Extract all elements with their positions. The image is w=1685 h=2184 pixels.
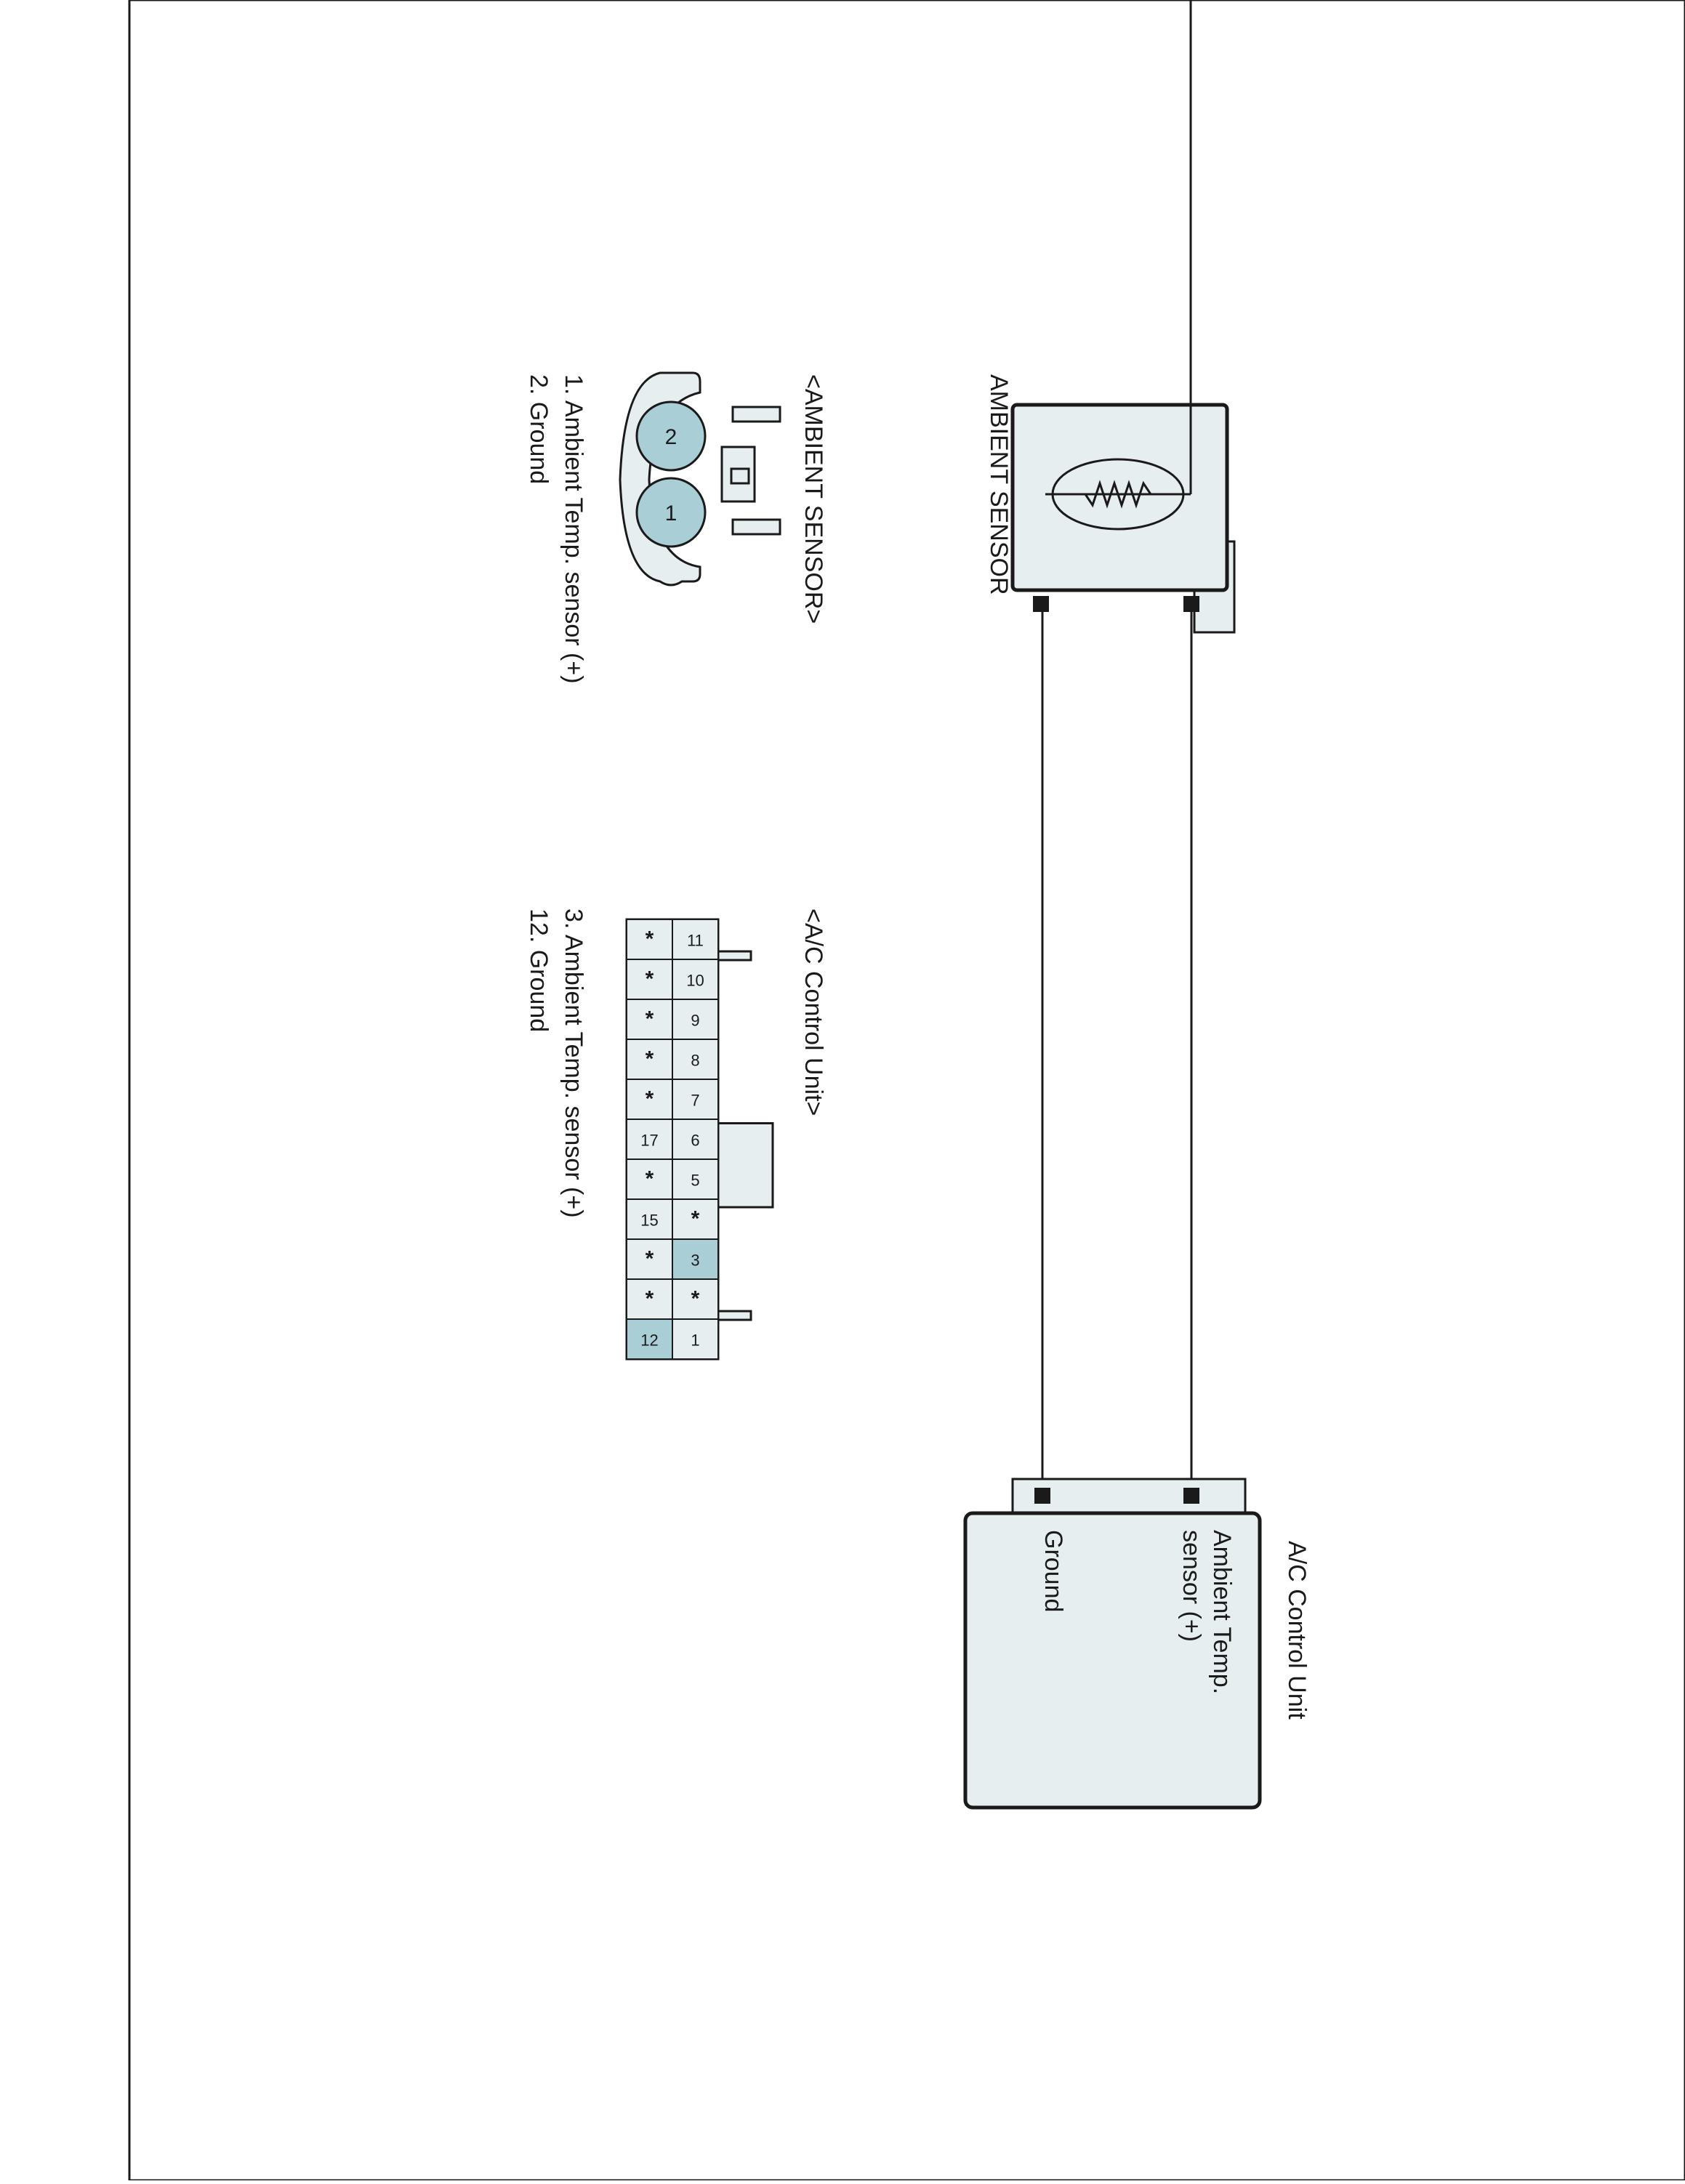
ac-pin-label-bottom-6: 17	[640, 1132, 658, 1150]
ac-connector-view: 11 10 9 8 7 6 5 * 3 * 1 * * * * * 17 * 15 * * 12 <A/C Control…	[525, 908, 827, 1361]
ac-pin-label-top-1: 11	[687, 932, 704, 950]
sensor-pin-2	[635, 400, 707, 472]
sensor-pin-1	[635, 477, 707, 548]
thermistor-icon	[1045, 0, 1192, 531]
ac-pin-label-top-7: 5	[691, 1172, 699, 1190]
ac-pin-label-bottom-11: 12	[640, 1331, 658, 1350]
sensor-connector-latch-right	[731, 518, 781, 536]
page-border	[128, 0, 1685, 2182]
ac-pin-label-bottom-2: *	[646, 967, 654, 991]
ac-connector-title: <A/C Control Unit>	[800, 908, 827, 1116]
ac-pin-label-top-3: 9	[691, 1012, 699, 1030]
ac-pin-bottom-11	[626, 1318, 673, 1360]
sensor-connector-title: <AMBIENT SENSOR>	[800, 374, 827, 624]
schematic: AMBIENT SENSOR A/C Control Unit Ambient …	[963, 0, 1311, 1810]
ecu-terminal-ground	[1034, 1488, 1050, 1504]
sensor-connector-key-slot	[730, 467, 750, 485]
sensor-title: AMBIENT SENSOR	[985, 374, 1013, 595]
ac-pin-label-bottom-1: *	[646, 927, 654, 951]
sensor-pin-1-label: 1	[665, 501, 677, 525]
ac-pin-label-top-8: *	[691, 1207, 700, 1231]
sensor-connector-latch-left	[731, 406, 781, 423]
ac-pin-label-top-4: 8	[691, 1052, 699, 1070]
ac-connector-grid: 11 10 9 8 7 6 5 * 3 * 1 * * * * * 17 * 15 * * 12	[625, 918, 774, 1361]
ac-legend-1: 3. Ambient Temp. sensor (+)	[560, 908, 587, 1218]
ac-pin-label-bottom-9: *	[646, 1247, 654, 1271]
ac-pin-label-bottom-10: *	[646, 1287, 654, 1311]
ac-connector-latch-1	[717, 950, 752, 962]
ac-pin-label-bottom-5: *	[646, 1087, 654, 1111]
ac-pin-label-top-6: 6	[691, 1132, 699, 1150]
sensor-legend-2: 2. Ground	[525, 374, 552, 484]
ac-pin-label-top-2: 10	[686, 972, 704, 990]
sensor-connector-view: 2 1 <AMBIENT SENSOR> 1. Ambient Temp. se…	[525, 371, 827, 684]
ac-pin-label-top-9: 3	[691, 1252, 699, 1270]
ac-control-unit-box	[963, 1511, 1262, 1810]
ac-pin-label-bottom-7: *	[646, 1167, 654, 1191]
ac-pin-label-bottom-8: 15	[640, 1212, 658, 1230]
ac-legend-2: 12. Ground	[525, 908, 552, 1032]
ecu-pin-ambient-line2: sensor (+)	[1178, 1530, 1205, 1642]
sensor-connector-key	[720, 446, 756, 503]
ac-pin-label-top-5: 7	[691, 1092, 699, 1110]
ecu-title: A/C Control Unit	[1283, 1541, 1311, 1720]
ac-pin-label-bottom-4: *	[646, 1047, 654, 1071]
ac-pin-label-bottom-3: *	[646, 1007, 654, 1031]
ecu-terminal-ambient	[1183, 1488, 1199, 1504]
ac-connector-latch-2	[717, 1310, 752, 1321]
sensor-legend-1: 1. Ambient Temp. sensor (+)	[560, 374, 587, 684]
sensor-pin-2-label: 2	[665, 425, 677, 449]
ac-pin-label-top-10: *	[691, 1287, 700, 1311]
ac-pin-label-top-11: 1	[691, 1331, 699, 1350]
sensor-terminal-ground	[1033, 596, 1049, 612]
ac-connector-key	[717, 1122, 774, 1209]
ecu-pin-ground-label: Ground	[1039, 1530, 1067, 1612]
ecu-pin-ambient-line1: Ambient Temp.	[1208, 1530, 1236, 1694]
